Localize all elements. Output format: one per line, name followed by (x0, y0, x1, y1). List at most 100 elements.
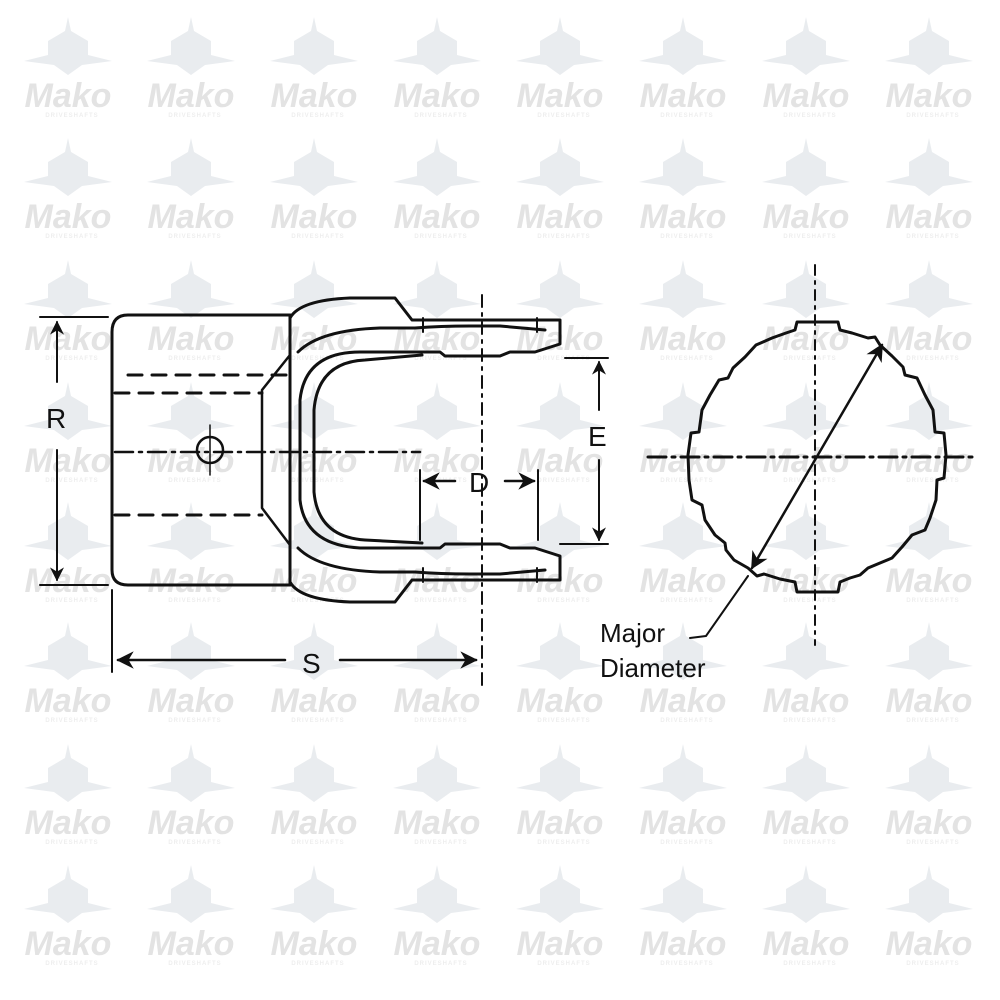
shark-head-icon (147, 502, 235, 560)
shark-head-icon (885, 744, 973, 802)
watermark-tagline: DRIVESHAFTS (45, 478, 98, 484)
watermark-tagline: DRIVESHAFTS (168, 356, 221, 362)
watermark-brand: Mako (517, 77, 604, 115)
shark-head-icon (24, 622, 112, 680)
watermark-brand: Mako (640, 804, 727, 842)
watermark-brand: Mako (517, 925, 604, 963)
shark-head-icon (639, 622, 727, 680)
dimension-label-s: S (302, 648, 321, 679)
shark-head-icon (885, 17, 973, 75)
shark-head-icon (270, 17, 358, 75)
watermark-brand: Mako (271, 320, 358, 358)
shark-head-icon (393, 382, 481, 440)
watermark-brand: Mako (763, 925, 850, 963)
shark-head-icon (393, 17, 481, 75)
shark-head-icon (516, 622, 604, 680)
shark-head-icon (885, 865, 973, 923)
watermark-brand: Mako (25, 442, 112, 480)
shark-head-icon (762, 622, 850, 680)
shark-head-icon (516, 17, 604, 75)
watermark-brand: Mako (886, 682, 973, 720)
watermark-brand: Mako (148, 442, 235, 480)
watermark-tagline: DRIVESHAFTS (537, 356, 590, 362)
watermark-tagline: DRIVESHAFTS (291, 961, 344, 967)
watermark-tagline: DRIVESHAFTS (168, 598, 221, 604)
shark-head-icon (270, 622, 358, 680)
watermark-brand: Mako (271, 804, 358, 842)
watermark-brand: Mako (148, 77, 235, 115)
shark-head-icon (639, 744, 727, 802)
watermark-brand: Mako (25, 682, 112, 720)
watermark-brand: Mako (886, 77, 973, 115)
watermark-brand: Mako (25, 320, 112, 358)
shark-head-icon (270, 744, 358, 802)
shark-head-icon (762, 260, 850, 318)
shark-head-icon (147, 622, 235, 680)
shark-head-icon (639, 260, 727, 318)
watermark-tagline: DRIVESHAFTS (414, 234, 467, 240)
watermark-brand: Mako (394, 77, 481, 115)
watermark-brand: Mako (148, 804, 235, 842)
watermark-brand: Mako (517, 198, 604, 236)
watermark-tagline: DRIVESHAFTS (45, 840, 98, 846)
shark-head-icon (147, 17, 235, 75)
watermark-tagline: DRIVESHAFTS (45, 356, 98, 362)
watermark-brand: Mako (394, 804, 481, 842)
watermark-tagline: DRIVESHAFTS (168, 234, 221, 240)
shark-head-icon (147, 865, 235, 923)
watermark-tagline: DRIVESHAFTS (906, 718, 959, 724)
watermark-tagline: DRIVESHAFTS (45, 718, 98, 724)
watermark-tagline: DRIVESHAFTS (414, 598, 467, 604)
shark-head-icon (270, 138, 358, 196)
watermark-tagline: DRIVESHAFTS (906, 961, 959, 967)
shark-head-icon (762, 17, 850, 75)
watermark-tagline: DRIVESHAFTS (291, 356, 344, 362)
watermark-tagline: DRIVESHAFTS (906, 598, 959, 604)
shark-head-icon (24, 260, 112, 318)
watermark-tagline: DRIVESHAFTS (45, 598, 98, 604)
watermark-brand: Mako (148, 198, 235, 236)
shark-head-icon (516, 502, 604, 560)
shark-head-icon (762, 138, 850, 196)
shark-head-icon (393, 744, 481, 802)
shark-head-icon (24, 138, 112, 196)
shark-head-icon (885, 260, 973, 318)
watermark-brand: Mako (517, 804, 604, 842)
watermark-tagline: DRIVESHAFTS (906, 478, 959, 484)
shark-head-icon (516, 744, 604, 802)
watermark-brand: Mako (763, 198, 850, 236)
shark-head-icon (639, 138, 727, 196)
shark-head-icon (24, 17, 112, 75)
watermark-tagline: DRIVESHAFTS (168, 113, 221, 119)
shark-head-icon (393, 138, 481, 196)
watermark-tagline: DRIVESHAFTS (537, 961, 590, 967)
watermark-tagline: DRIVESHAFTS (660, 961, 713, 967)
watermark-tagline: DRIVESHAFTS (291, 598, 344, 604)
watermark-brand: Mako (886, 442, 973, 480)
watermark-brand: Mako (394, 682, 481, 720)
shark-head-icon (885, 382, 973, 440)
shark-head-icon (393, 865, 481, 923)
shark-head-icon (639, 17, 727, 75)
shark-head-icon (24, 865, 112, 923)
yoke-ear-bottom (288, 542, 562, 604)
shark-head-icon (393, 260, 481, 318)
